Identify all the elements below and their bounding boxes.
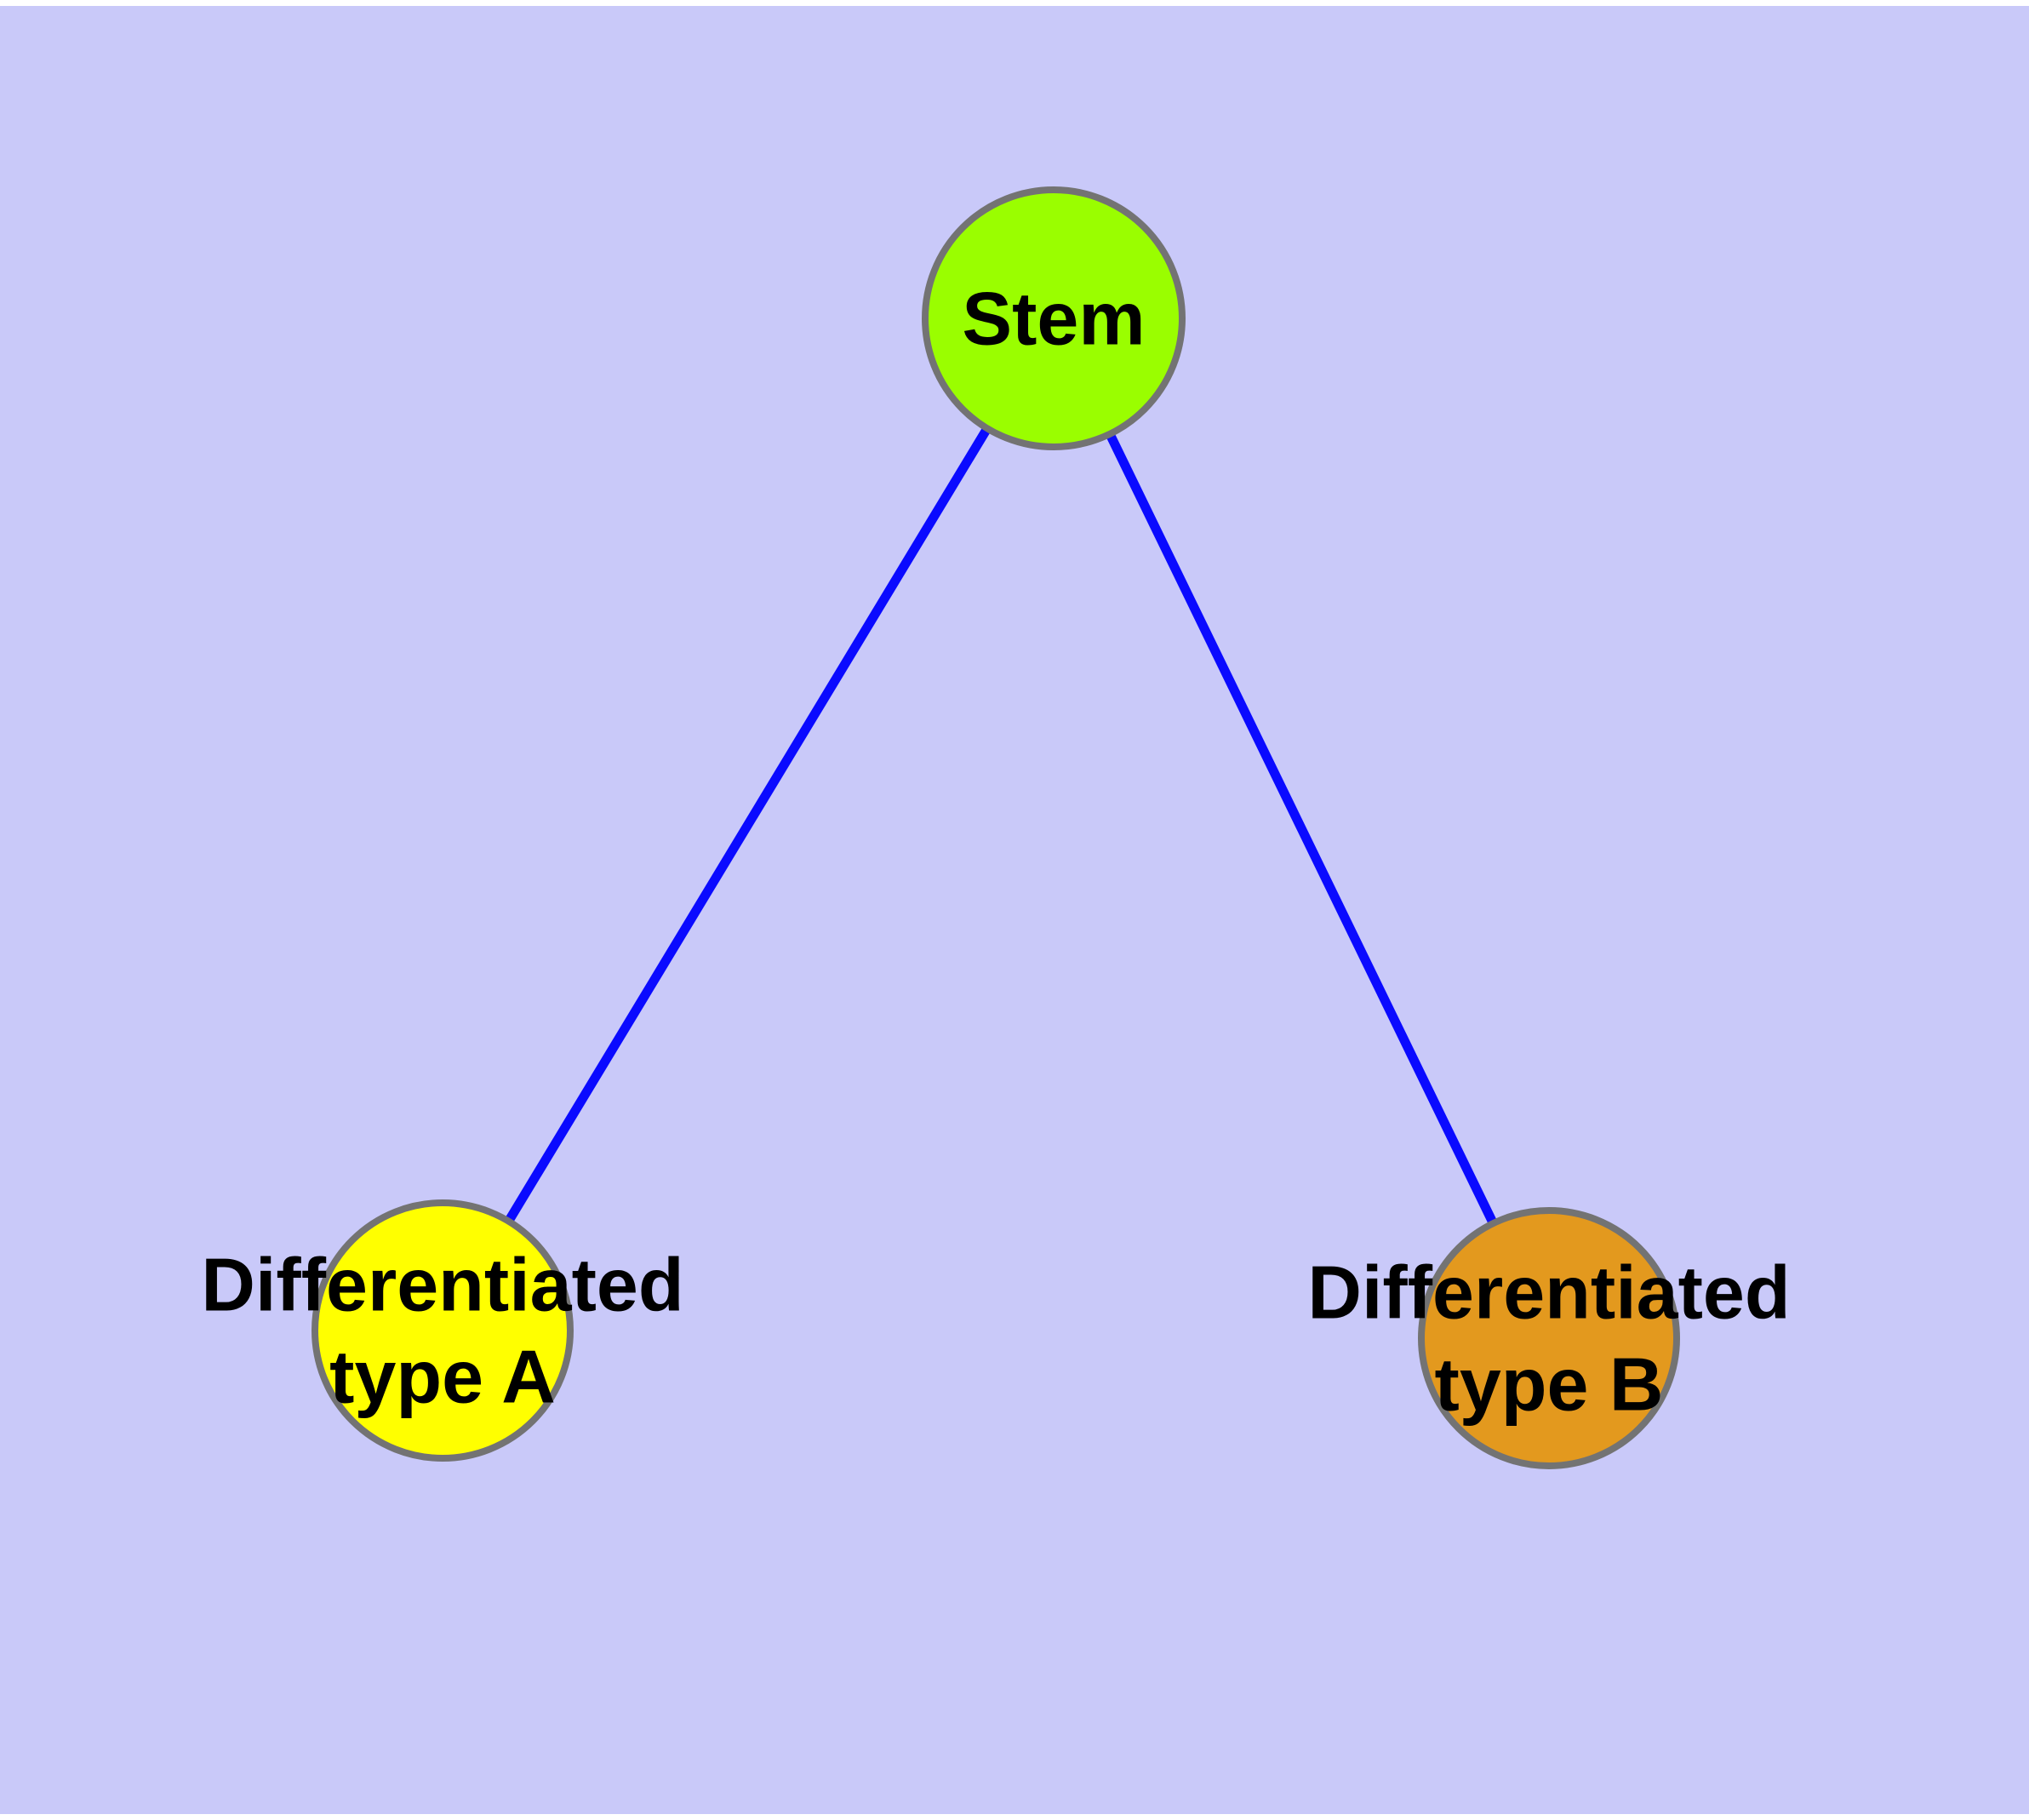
node-stem-label-line-1: Stem <box>962 277 1145 361</box>
node-differentiated-type-b-circle <box>1418 1207 1680 1469</box>
edges-layer <box>438 316 1553 1341</box>
nodes-layer <box>311 186 1680 1469</box>
node-differentiated-type-a-label-line-1: Differentiated <box>201 1243 683 1327</box>
edge-stem-differentiated-type-b <box>1049 316 1553 1341</box>
node-differentiated-type-b-label-line-2: type B <box>1435 1342 1664 1427</box>
node-differentiated-type-a-circle <box>311 1199 574 1462</box>
edge-stem-differentiated-type-a <box>438 316 1058 1333</box>
node-differentiated-type-b-label-line-1: Differentiated <box>1307 1251 1790 1335</box>
node-stem-circle <box>922 186 1186 450</box>
node-differentiated-type-a-label-line-2: type A <box>329 1335 556 1419</box>
